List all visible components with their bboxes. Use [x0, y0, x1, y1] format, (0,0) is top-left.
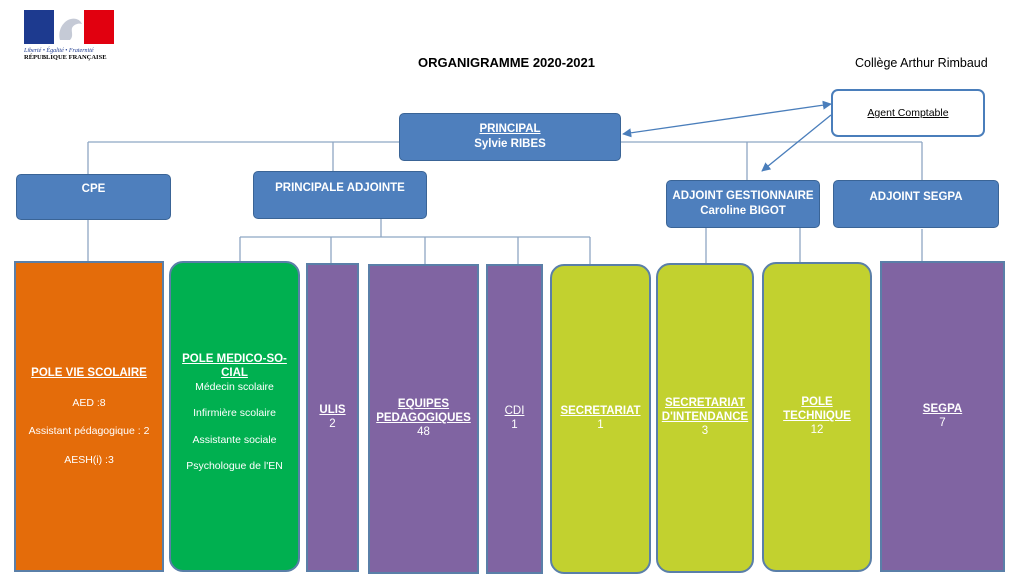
republique-francaise-logo: Liberté • Égalité • Fraternité RÉPUBLIQU…	[24, 10, 116, 61]
adjoint-gestionnaire-title: ADJOINT GESTIONNAIRE	[672, 190, 814, 203]
adjoint-segpa-box: ADJOINT SEGPA	[833, 180, 999, 228]
cdi-card: CDI 1	[486, 264, 543, 574]
pole-vie-scolaire-title: POLE VIE SCOLAIRE	[31, 366, 147, 379]
equipes-count: 48	[417, 425, 430, 438]
cpe-label: CPE	[81, 183, 106, 195]
pole-technique-card: POLE TECHNIQUE 12	[762, 262, 872, 572]
pole-technique-title: POLE TECHNIQUE	[783, 396, 851, 423]
ulis-count: 2	[329, 417, 336, 430]
secretariat-title: SECRETARIAT	[560, 405, 641, 418]
secretariat-intendance-count: 3	[701, 424, 709, 437]
ulis-card: ULIS 2	[306, 263, 359, 572]
pole-medico-social-card: POLE MEDICO-SO- CIAL Médecin scolaire In…	[169, 261, 300, 572]
equipes-title-cont: PEDAGOGIQUES	[376, 412, 471, 425]
secretariat-count: 1	[597, 419, 604, 431]
principal-box: PRINCIPAL Sylvie RIBES	[399, 113, 621, 161]
adjoint-gestionnaire-box: ADJOINT GESTIONNAIRE Caroline BIGOT	[666, 180, 820, 228]
agent-comptable-box: Agent Comptable	[831, 89, 985, 137]
logo-country: RÉPUBLIQUE FRANÇAISE	[24, 54, 107, 61]
pole-vie-scolaire-item: Assistant pédagogique : 2	[28, 425, 150, 438]
adjoint-segpa-label: ADJOINT SEGPA	[869, 191, 963, 203]
cdi-count: 1	[511, 419, 518, 431]
agent-comptable-label: Agent Comptable	[867, 107, 949, 119]
pole-medico-social-title: POLE MEDICO-SO-	[182, 353, 287, 365]
pole-medico-social-item: Assistante sociale	[192, 433, 277, 446]
principal-title: PRINCIPAL	[479, 123, 541, 136]
cdi-title: CDI	[504, 405, 525, 418]
secretariat-intendance-title-cont: D'INTENDANCE	[661, 411, 749, 424]
page-title: ORGANIGRAMME 2020-2021	[418, 55, 595, 70]
pole-medico-social-item: Infirmière scolaire	[193, 407, 276, 420]
pole-technique-count: 12	[810, 423, 824, 436]
principal-name: Sylvie RIBES	[474, 138, 546, 150]
segpa-card: SEGPA 7	[880, 261, 1005, 572]
pole-vie-scolaire-card: POLE VIE SCOLAIRE AED :8 Assistant pédag…	[14, 261, 164, 572]
logo-motto: Liberté • Égalité • Fraternité	[24, 48, 94, 54]
adjoint-gestionnaire-name: Caroline BIGOT	[700, 205, 786, 217]
ulis-title: ULIS	[319, 403, 346, 416]
pole-vie-scolaire-item: AESH(i) :3	[64, 453, 114, 466]
pole-medico-social-item: Psychologue de l'EN	[186, 460, 283, 473]
pole-vie-scolaire-item: AED :8	[72, 396, 106, 409]
marianne-icon	[24, 10, 114, 44]
segpa-count: 7	[939, 416, 946, 429]
equipes-pedagogiques-card: EQUIPES PEDAGOGIQUES 48	[368, 264, 479, 574]
pole-medico-social-title-cont: CIAL	[221, 366, 248, 379]
segpa-title: SEGPA	[922, 402, 963, 415]
principale-adjointe-label: PRINCIPALE ADJOINTE	[275, 182, 405, 194]
secretariat-card: SECRETARIAT 1	[550, 264, 651, 574]
secretariat-intendance-card: SECRETARIAT D'INTENDANCE 3	[656, 263, 754, 573]
cpe-box: CPE	[16, 174, 171, 220]
pole-medico-social-item: Médecin scolaire	[195, 380, 274, 393]
equipes-title: EQUIPES	[397, 398, 450, 411]
school-name: Collège Arthur Rimbaud	[855, 56, 988, 70]
secretariat-intendance-title: SECRETARIAT	[664, 397, 746, 410]
principale-adjointe-box: PRINCIPALE ADJOINTE	[253, 171, 427, 219]
